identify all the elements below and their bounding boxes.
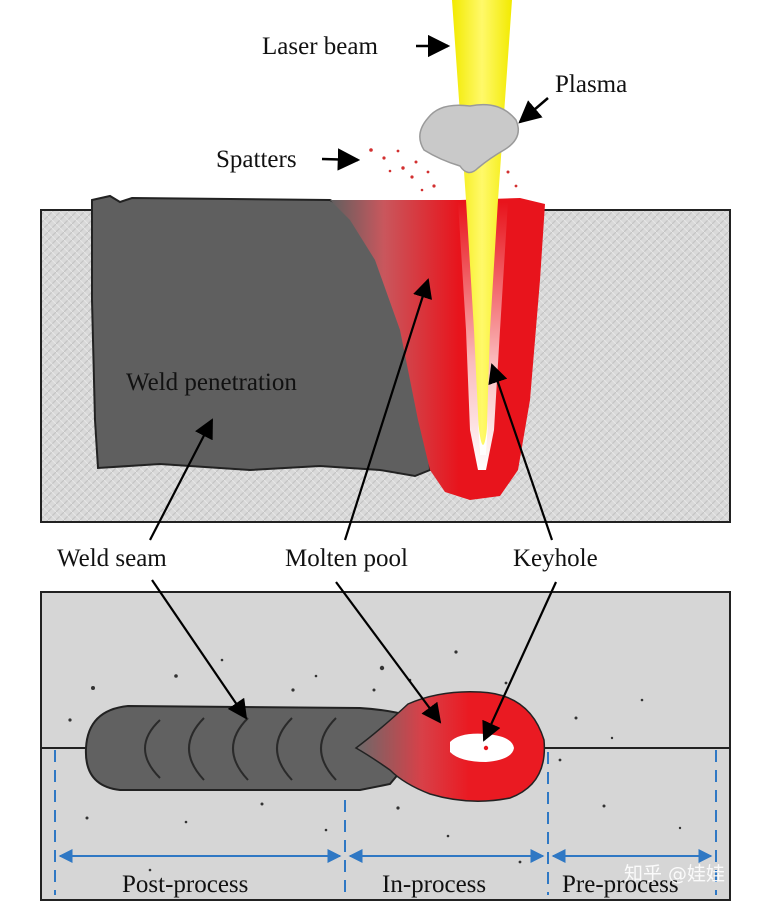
weld-seam-bead <box>84 704 422 791</box>
in-process-label: In-process <box>382 871 486 898</box>
keyhole-center-dot <box>483 745 489 751</box>
callout-arrows <box>149 278 558 742</box>
plasma-arrow <box>518 97 549 124</box>
keyhole-label: Keyhole <box>513 545 598 572</box>
weld-penetration-region <box>91 194 432 478</box>
watermark: 知乎 @娃娃 <box>624 863 725 885</box>
post-process-label: Post-process <box>122 871 248 898</box>
molten-pool-label: Molten pool <box>285 545 408 572</box>
weld-ripple-marks <box>144 717 337 781</box>
weld-seam-label: Weld seam <box>57 545 167 572</box>
spatter-particles <box>369 148 518 192</box>
pre-process-label: Pre-process <box>562 871 679 898</box>
stage-dividers <box>54 750 717 895</box>
keyhole-opening <box>450 733 514 762</box>
spatters-arrow <box>321 148 361 171</box>
plasma-label: Plasma <box>555 71 627 98</box>
keyhole-tip <box>478 420 488 455</box>
spatters-label: Spatters <box>216 146 297 173</box>
weld-penetration-label: Weld penetration <box>126 369 297 396</box>
plasma-cloud <box>419 103 519 174</box>
laser-beam-label: Laser beam <box>262 33 378 60</box>
surface-speckles <box>68 650 682 872</box>
